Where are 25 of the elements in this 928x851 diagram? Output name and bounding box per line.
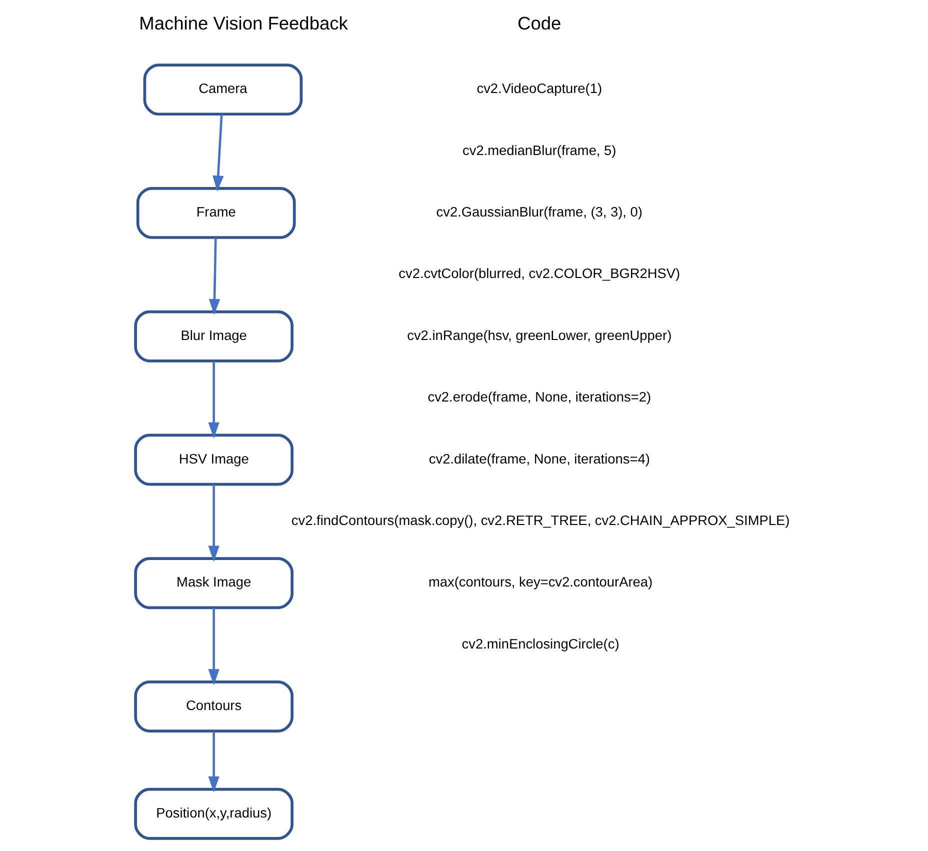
node-box: HSV Image xyxy=(134,433,294,486)
node-box: Blur Image xyxy=(134,310,294,362)
node-box: Mask Image xyxy=(134,556,294,609)
label: Machine Vision Feedback xyxy=(139,12,348,33)
arrow xyxy=(208,607,220,685)
label: cv2.VideoCapture(1) xyxy=(476,80,602,96)
arrow xyxy=(208,237,220,315)
label: max(contours, key=cv2.contourArea) xyxy=(428,574,653,590)
node-box: Frame xyxy=(136,186,296,238)
node-box: Position(x,y,radius) xyxy=(134,787,294,840)
label: cv2.cvtColor(blurred, cv2.COLOR_BGR2HSV) xyxy=(398,266,680,281)
node-box: Camera xyxy=(143,63,303,116)
label: Code xyxy=(518,12,562,33)
label: cv2.findContours(mask.copy(), cv2.RETR_TREE, cv2.CHAIN_APPROX_SIMPLE) xyxy=(291,512,790,528)
node-box: Contours xyxy=(134,680,294,732)
arrow xyxy=(208,360,220,438)
label: cv2.inRange(hsv, greenLower, greenUpper) xyxy=(407,327,672,342)
label: cv2.dilate(frame, None, iterations=4) xyxy=(428,450,650,466)
arrow xyxy=(208,730,220,792)
label: cv2.GaussianBlur(frame, (3, 3), 0) xyxy=(436,204,642,219)
arrow xyxy=(212,114,224,192)
label: cv2.medianBlur(frame, 5) xyxy=(462,142,616,158)
arrow xyxy=(208,484,220,562)
label: cv2.erode(frame, None, iterations=2) xyxy=(428,389,652,404)
label: cv2.minEnclosingCircle(c) xyxy=(462,636,620,651)
